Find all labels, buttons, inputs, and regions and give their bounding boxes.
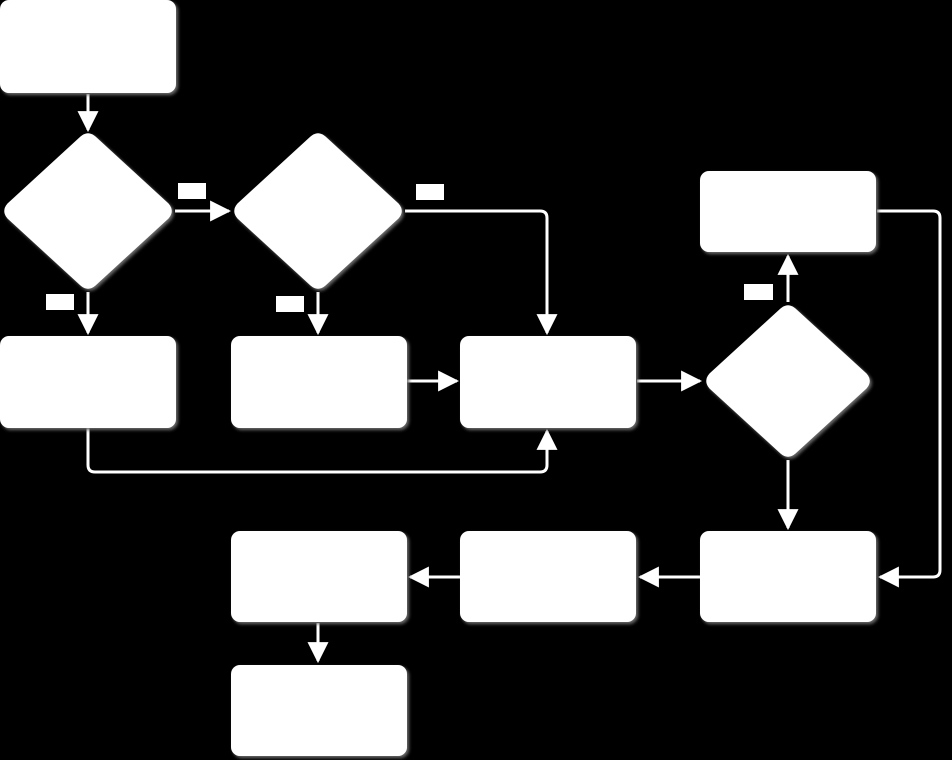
edge-decision-2-to-process-center bbox=[405, 209, 558, 336]
edge-process-top-right-to-process-bottom-right bbox=[877, 209, 942, 588]
node-decision-1 bbox=[4, 133, 172, 289]
edge-labels bbox=[46, 183, 773, 312]
edge-label-d1-right bbox=[178, 183, 206, 199]
node-process-mid bbox=[231, 336, 407, 428]
node-process-bottom-right bbox=[700, 531, 876, 622]
nodes bbox=[0, 0, 876, 756]
edge-process-left-to-process-center bbox=[86, 428, 558, 474]
node-decision-3 bbox=[706, 305, 870, 457]
edge-label-d3-up bbox=[744, 284, 773, 300]
node-start bbox=[0, 0, 176, 93]
edge-label-d2-right bbox=[416, 184, 444, 200]
node-process-bottom-mid bbox=[460, 531, 636, 622]
node-decision-2 bbox=[234, 133, 402, 289]
node-process-left bbox=[0, 336, 176, 428]
edge-label-d2-down bbox=[276, 296, 304, 312]
node-process-center bbox=[460, 336, 636, 428]
edge-label-d1-down bbox=[46, 294, 74, 310]
node-process-bottom-left bbox=[231, 531, 407, 622]
node-process-top-right bbox=[700, 171, 876, 252]
node-end bbox=[231, 665, 407, 756]
edges bbox=[77, 94, 942, 664]
